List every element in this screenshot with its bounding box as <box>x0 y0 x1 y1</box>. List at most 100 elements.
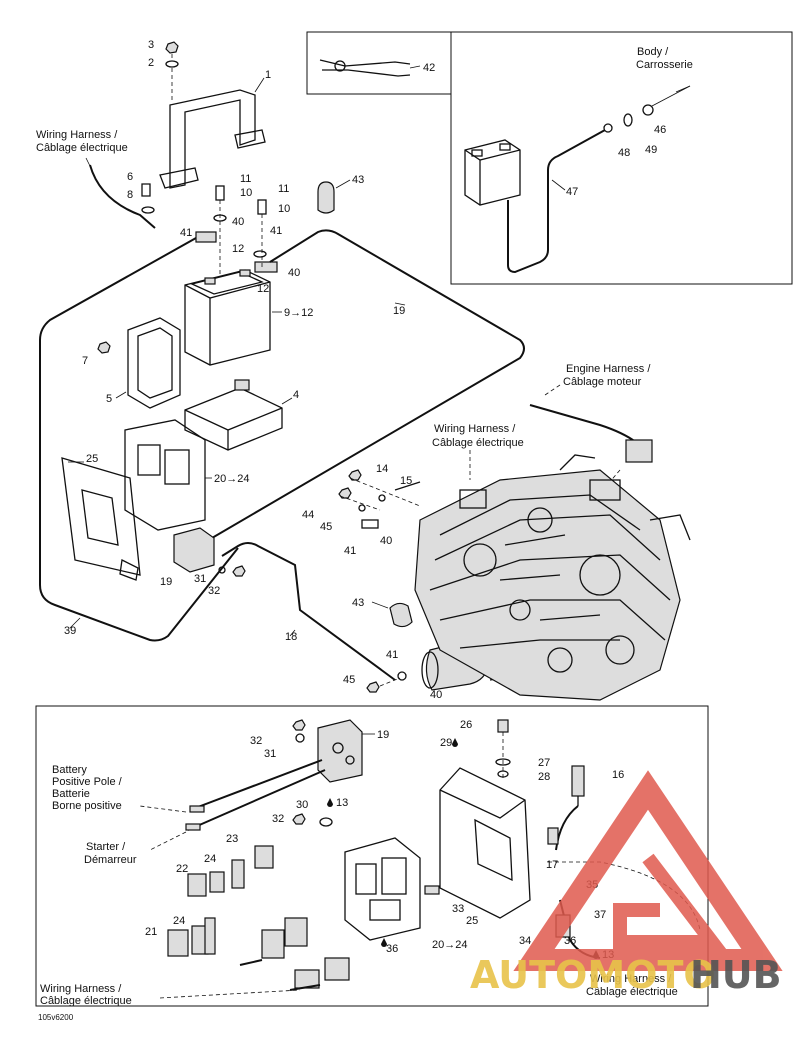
part-label-42: 42 <box>423 62 435 74</box>
fuse-box-upper <box>124 419 206 531</box>
part-label-43a: 43 <box>352 174 364 186</box>
wiring-harness-3-label: Wiring Harness / <box>40 983 122 995</box>
part-label-40a: 40 <box>232 216 244 228</box>
part-label-29: 29 <box>440 737 452 749</box>
part-label-21: 21 <box>145 926 157 938</box>
battery <box>184 269 271 366</box>
battery-tray <box>184 379 283 451</box>
part-label-2: 2 <box>148 57 154 69</box>
part-label-49: 49 <box>645 144 657 156</box>
part-label-32c: 32 <box>272 813 284 825</box>
part-label-32a: 32 <box>208 585 220 597</box>
bracket-25-lower <box>439 767 531 919</box>
washer-2 <box>165 60 179 68</box>
part-label-37: 37 <box>594 909 606 921</box>
body-label: Body / <box>637 46 669 58</box>
part-label-31a: 31 <box>194 573 206 585</box>
part-label-45b: 45 <box>320 521 332 533</box>
inset-fasteners <box>603 85 691 133</box>
part-label-8: 8 <box>127 189 133 201</box>
ground-cable <box>89 164 156 229</box>
nut-31 <box>218 566 226 574</box>
starter-label: Starter / <box>86 841 126 853</box>
part-label-24b: 24 <box>173 915 185 927</box>
battery-pole-label-4: Borne positive <box>52 800 122 812</box>
part-label-45a: 45 <box>343 674 355 686</box>
nut-32c <box>292 813 306 825</box>
starter-relay <box>173 527 215 573</box>
part-label-25a: 25 <box>86 453 98 465</box>
fuse-set <box>167 845 350 991</box>
terminal-cap <box>317 181 335 214</box>
wiring-harness-1-label: Wiring Harness / <box>36 129 118 141</box>
part-label-30: 30 <box>296 799 308 811</box>
part-label-36b: 36 <box>564 935 576 947</box>
battery-pole-label-2: Positive Pole / <box>52 776 123 788</box>
watermark-text-right: HUB <box>690 953 782 997</box>
crimp-tool <box>319 59 411 77</box>
part-label-15: 15 <box>400 475 412 487</box>
washer-27 <box>495 758 511 766</box>
part-label-47: 47 <box>566 186 578 198</box>
part-label-33: 33 <box>452 903 464 915</box>
inset-cable <box>507 129 606 274</box>
part-label-10b: 10 <box>278 203 290 215</box>
terminal-hardware <box>195 185 278 275</box>
terminal-cap-2 <box>389 602 413 628</box>
part-label-48: 48 <box>618 147 630 159</box>
connector-17 <box>547 827 559 845</box>
fuse-box-lower <box>344 837 421 941</box>
battery-pole-label-1: Battery <box>52 764 87 776</box>
starter-relay-exploded <box>317 719 363 783</box>
part-label-4: 4 <box>293 389 299 401</box>
part-label-34: 34 <box>519 935 531 947</box>
part-label-40c: 40 <box>430 689 442 701</box>
starter-label-fr: Démarreur <box>84 854 137 866</box>
cable-39 <box>39 237 239 642</box>
part-label-41b: 41 <box>270 225 282 237</box>
part-label-19b: 19 <box>160 576 172 588</box>
figure-ref-code: 105v6200 <box>38 1013 74 1022</box>
part-label-12a: 12 <box>232 243 244 255</box>
lower-exploded-frame <box>35 705 709 1007</box>
part-label-31b: 31 <box>264 748 276 760</box>
nut-32b <box>292 719 306 731</box>
part-label-41c: 41 <box>386 649 398 661</box>
part-label-13a: 13 <box>336 797 348 809</box>
sensor-16 <box>571 765 585 806</box>
part-label-25b: 25 <box>466 915 478 927</box>
part-label-41d: 41 <box>344 545 356 557</box>
wiring-harness-4-label: Wiring Harness / <box>590 973 672 985</box>
clip-33 <box>424 885 440 895</box>
bracket-25-upper <box>61 457 141 581</box>
body-label-fr: Carrosserie <box>636 59 693 71</box>
part-label-18a: 18 <box>285 631 297 643</box>
part-label-20-24b: 20→24 <box>432 939 467 951</box>
engine-harness-label: Engine Harness / <box>566 363 651 375</box>
nut-45 <box>366 681 380 693</box>
part-label-36a: 36 <box>386 943 398 955</box>
nut-31b <box>295 733 305 743</box>
part-label-39: 39 <box>64 625 76 637</box>
bolt-6 <box>141 183 151 197</box>
part-label-32b: 32 <box>250 735 262 747</box>
inset-battery <box>464 139 521 206</box>
part-label-19c: 19 <box>377 729 389 741</box>
starter-cable <box>187 769 326 831</box>
part-label-11b: 11 <box>278 183 289 195</box>
screw-26 <box>497 719 509 733</box>
watermark-text-left: AUTOMOTO <box>470 953 716 997</box>
part-label-1: 1 <box>265 69 271 81</box>
washer-28 <box>497 770 509 778</box>
part-label-7: 7 <box>82 355 88 367</box>
battery-pad <box>127 317 181 409</box>
sensor-wire <box>555 805 579 851</box>
grease-drop-icon <box>327 798 333 807</box>
washer-8 <box>141 206 155 214</box>
part-label-40b: 40 <box>288 267 300 279</box>
wiring-harness-3-label-fr: Câblage électrique <box>40 995 132 1007</box>
part-label-16: 16 <box>612 769 624 781</box>
nut-3 <box>165 41 179 54</box>
part-label-6: 6 <box>127 171 133 183</box>
